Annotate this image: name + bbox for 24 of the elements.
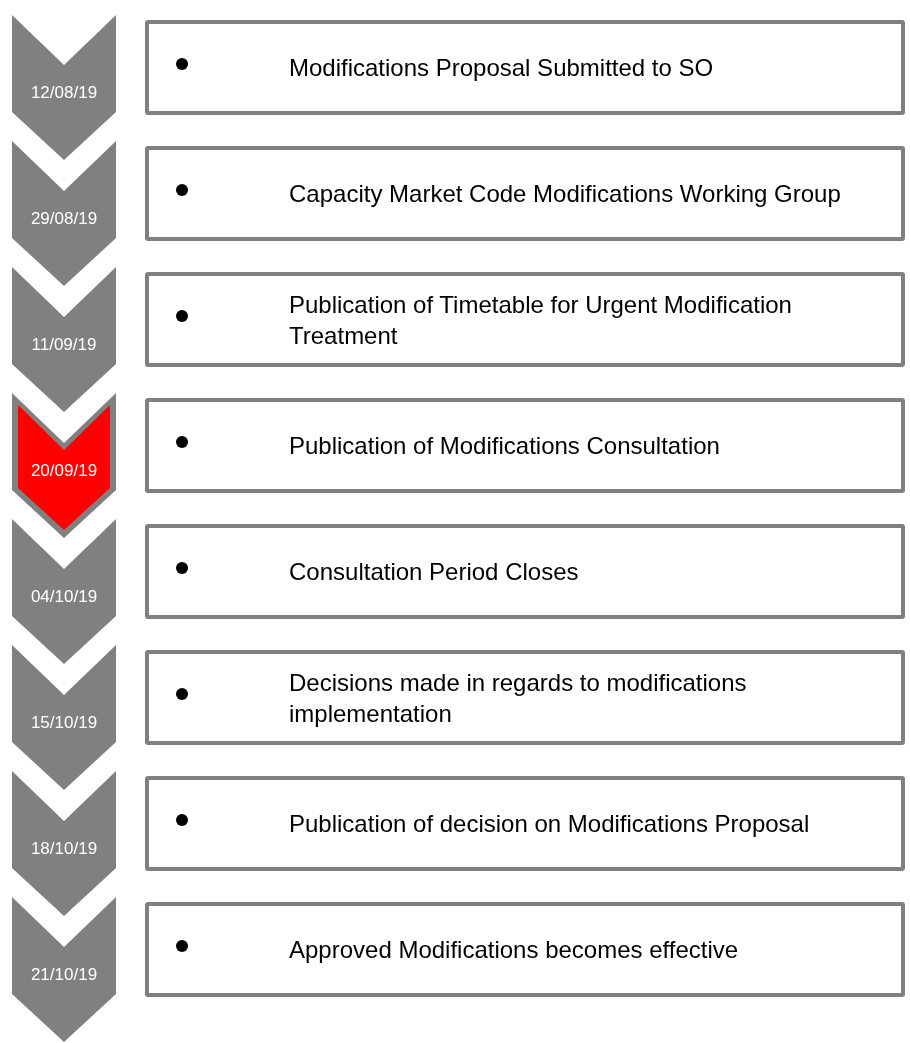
date-label: 11/09/19 [30, 334, 98, 356]
step-box [145, 776, 905, 871]
date-label: 12/08/19 [29, 82, 99, 104]
date-label: 15/10/19 [29, 712, 99, 734]
step-box [145, 902, 905, 997]
step-box [145, 272, 905, 367]
step-box [145, 20, 905, 115]
date-label: 04/10/19 [29, 586, 99, 608]
step-text: Publication of decision on Modifications Proposal [289, 809, 810, 839]
date-label: 18/10/19 [29, 838, 99, 860]
step-text: Modifications Proposal Submitted to SO [289, 53, 714, 83]
step-text: Approved Modifications becomes effective [289, 935, 739, 965]
step-box [145, 398, 905, 493]
date-label: 29/08/19 [29, 208, 99, 230]
step-box [145, 146, 905, 241]
date-label: 21/10/19 [29, 964, 99, 986]
step-box [145, 650, 905, 745]
step-box [145, 524, 905, 619]
date-label: 20/09/19 [29, 460, 99, 482]
step-text: Decisions made in regards to modifications implementation [289, 667, 748, 729]
step-text: Publication of Timetable for Urgent Modification Treatment [289, 289, 793, 351]
step-text: Capacity Market Code Modifications Working Group [289, 179, 841, 209]
step-text: Consultation Period Closes [289, 557, 579, 587]
step-text: Publication of Modifications Consultation [289, 431, 720, 461]
